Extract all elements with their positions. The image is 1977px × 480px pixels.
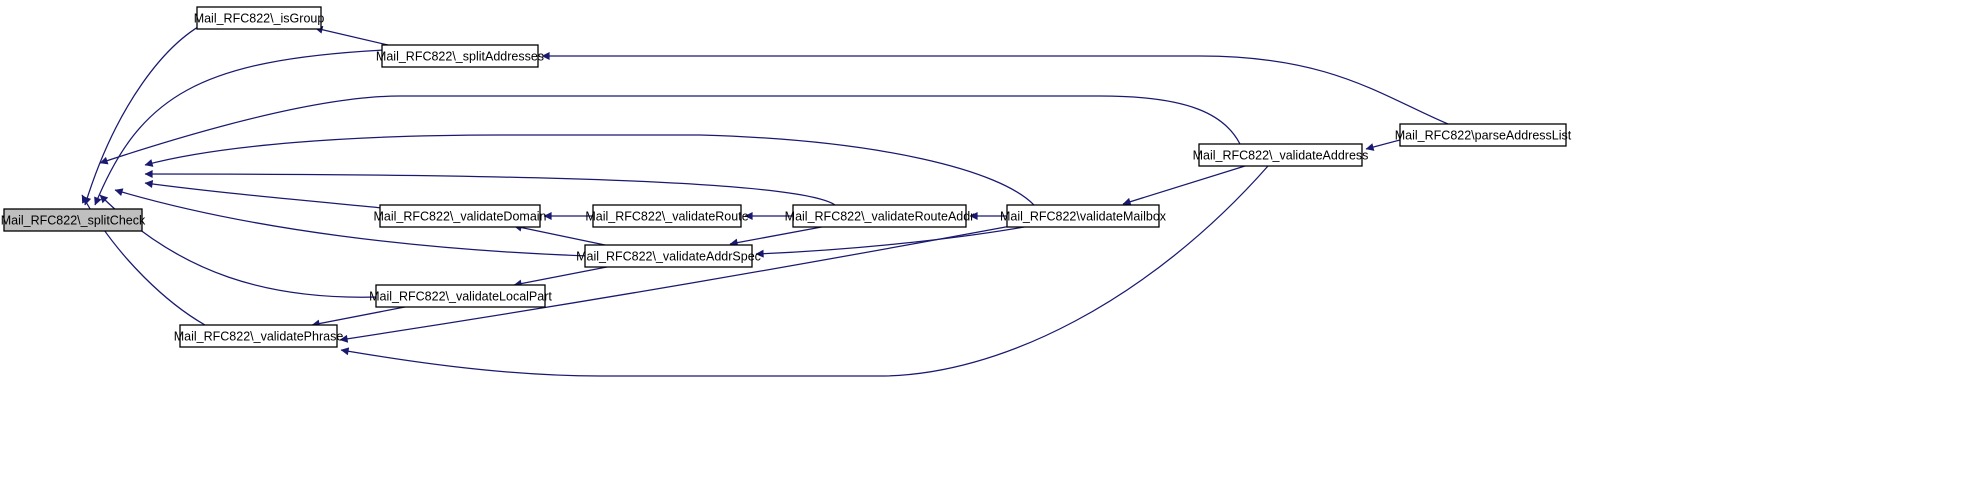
edge-validateAddress-to-splitCheck	[99, 95, 1241, 165]
node-box	[179, 324, 338, 348]
edge-line	[339, 225, 1012, 343]
node-validateAddrSpec[interactable]: Mail_RFC822\_validateAddrSpec	[576, 244, 761, 268]
edge-line	[144, 134, 1035, 206]
edge-line	[144, 180, 384, 209]
edge-validateAddress-to-validatePhrase	[340, 165, 1269, 377]
edge-line	[729, 225, 828, 247]
edge-validateMailbox-to-splitCheck	[144, 134, 1035, 206]
edges-layer	[81, 18, 1449, 377]
node-label: Mail_RFC822\_validateLocalPart	[369, 290, 552, 304]
node-label: Mail_RFC822\_isGroup	[194, 12, 325, 26]
node-splitCheck[interactable]: Mail_RFC822\_splitCheck	[1, 208, 146, 232]
node-validateLocalPart[interactable]: Mail_RFC822\_validateLocalPart	[369, 284, 552, 308]
edge-line	[314, 25, 389, 46]
node-label: Mail_RFC822\_validatePhrase	[174, 330, 344, 344]
node-box	[196, 6, 322, 30]
edge-line	[541, 52, 1449, 125]
node-validateRouteAddr[interactable]: Mail_RFC822\_validateRouteAddr	[785, 204, 975, 228]
edge-validateMailbox-to-validateAddrSpec	[755, 225, 1031, 258]
node-box	[584, 244, 753, 268]
node-box	[379, 204, 541, 228]
edge-line	[99, 95, 1241, 165]
node-validateDomain[interactable]: Mail_RFC822\_validateDomain	[374, 204, 547, 228]
edge-splitAddresses-to-isGroup	[314, 25, 389, 46]
node-label: Mail_RFC822\_validateRouteAddr	[785, 210, 975, 224]
edge-parseAddressList-to-splitAddresses	[541, 52, 1449, 125]
edge-validateAddrSpec-to-splitCheck	[114, 188, 590, 257]
edge-line	[94, 49, 385, 206]
node-box	[592, 204, 742, 228]
node-label: Mail_RFC822\_splitCheck	[1, 214, 146, 228]
edge-line	[513, 223, 606, 246]
node-box	[1399, 123, 1567, 147]
edge-line	[755, 225, 1031, 258]
edge-splitAddresses-to-splitCheck	[94, 49, 385, 206]
edge-isGroup-to-splitCheck	[83, 18, 214, 206]
node-box	[1198, 143, 1363, 167]
node-isGroup[interactable]: Mail_RFC822\_isGroup	[194, 6, 325, 30]
edge-validateAddrSpec-to-validateLocalPart	[513, 265, 613, 288]
edge-line	[1365, 139, 1401, 151]
edge-line	[1122, 165, 1246, 206]
nodes-layer: Mail_RFC822\_splitCheck Mail_RFC822\_isGr…	[1, 6, 1572, 348]
node-validateMailbox[interactable]: Mail_RFC822\validateMailbox	[1000, 204, 1167, 228]
node-label: Mail_RFC822\validateMailbox	[1000, 210, 1167, 224]
edge-validateRouteAddr-to-splitCheck	[144, 170, 836, 206]
node-splitAddresses[interactable]: Mail_RFC822\_splitAddresses	[376, 44, 544, 68]
node-validatePhrase[interactable]: Mail_RFC822\_validatePhrase	[174, 324, 344, 348]
edge-validateLocalPart-to-validatePhrase	[311, 305, 411, 328]
edge-line	[83, 18, 214, 206]
edge-line	[340, 165, 1269, 377]
node-box	[792, 204, 967, 228]
node-box	[1006, 204, 1160, 228]
node-box	[3, 208, 143, 232]
node-label: Mail_RFC822\_validateAddrSpec	[576, 250, 761, 264]
edge-line	[114, 188, 590, 257]
node-validateAddress[interactable]: Mail_RFC822\_validateAddress	[1193, 143, 1369, 167]
edge-validateRouteAddr-to-validateAddrSpec	[729, 225, 828, 247]
edge-validateMailbox-to-validatePhrase	[339, 225, 1012, 343]
edge-parseAddressList-to-validateAddress	[1365, 139, 1401, 151]
node-parseAddressList[interactable]: Mail_RFC822\parseAddressList	[1395, 123, 1572, 147]
node-box	[381, 44, 539, 68]
edge-validateDomain-to-splitCheck	[144, 180, 384, 209]
node-label: Mail_RFC822\parseAddressList	[1395, 129, 1572, 143]
node-label: Mail_RFC822\_validateRoute	[585, 210, 748, 224]
edge-line	[144, 170, 836, 206]
edge-validateAddress-to-validateMailbox	[1122, 165, 1246, 206]
node-validateRoute[interactable]: Mail_RFC822\_validateRoute	[585, 204, 749, 228]
edge-line	[311, 305, 411, 328]
edge-line	[513, 265, 613, 288]
edge-validateAddrSpec-to-validateDomain	[513, 223, 606, 246]
node-box	[375, 284, 546, 308]
node-label: Mail_RFC822\_validateDomain	[374, 210, 547, 224]
node-label: Mail_RFC822\_validateAddress	[1193, 149, 1369, 163]
node-label: Mail_RFC822\_splitAddresses	[376, 50, 544, 64]
